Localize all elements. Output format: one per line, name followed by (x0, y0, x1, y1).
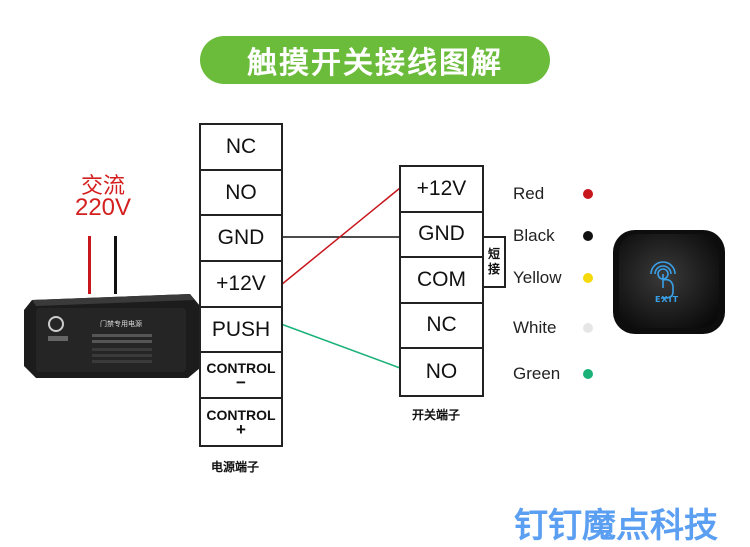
power-supply-logo-icon (48, 316, 64, 332)
ps-terminal-nc: NC (201, 125, 281, 171)
sw-terminal-com: COM (401, 258, 482, 304)
ps-terminal-no: NO (201, 171, 281, 217)
ps-terminal-gnd: GND (201, 216, 281, 263)
legend-label: Green (513, 364, 561, 383)
legend-dot-black (583, 231, 593, 241)
ps-terminal-control-minus: CONTROL − (201, 353, 281, 400)
legend-label: White (513, 318, 557, 337)
legend-label: Yellow (513, 268, 562, 287)
legend-red: Red (513, 183, 593, 205)
page-title: 触摸开关接线图解 (200, 36, 550, 84)
legend-black: Black (513, 225, 593, 247)
legend-dot-white (583, 323, 593, 333)
ac-label: 交流 (80, 173, 125, 198)
sw-terminal-nc: NC (401, 304, 482, 349)
short-label-2: 接 (487, 262, 500, 276)
ac-voltage: 220V (74, 194, 132, 221)
exit-button-device: EXIT (613, 230, 725, 334)
power-supply-unit-label: 门禁专用电源 (100, 319, 142, 328)
legend-label: Black (513, 226, 555, 245)
legend-dot-yellow (583, 273, 593, 283)
sw-terminal-no: NO (425, 359, 458, 383)
power-supply-terminals: NC NO GND +12V PUSH CONTROL − CONTROL + (199, 123, 283, 447)
watermark: 钉钉魔点科技 (514, 506, 718, 546)
power-supply-unit: 门禁专用电源 (24, 294, 200, 378)
plus-sign: + (236, 419, 246, 439)
minus-sign: − (236, 373, 246, 393)
legend-white: White (513, 317, 593, 339)
ps-terminal-push: PUSH (201, 308, 281, 354)
wire-red-12v (280, 187, 401, 286)
sw-terminal-12v: +12V (401, 167, 482, 213)
legend-green: Green (513, 363, 593, 385)
legend-yellow: Yellow (513, 267, 593, 289)
power-supply-caption: 电源端子 (211, 460, 260, 474)
ps-terminal-control-plus: CONTROL + (201, 399, 281, 445)
touch-hand-icon (650, 261, 676, 299)
ac-wire-neutral (114, 236, 117, 294)
short-label-1: 短 (487, 247, 500, 261)
ps-terminal-12v: +12V (201, 262, 281, 308)
legend-dot-red (583, 189, 593, 199)
control-label: CONTROL (206, 360, 276, 377)
legend-label: Red (513, 184, 545, 203)
switch-caption: 开关端子 (412, 408, 461, 422)
control-label: CONTROL (206, 406, 276, 423)
ac-wire-live (88, 236, 91, 294)
sw-terminal-gnd: GND (401, 213, 482, 258)
wire-green-push (280, 323, 401, 369)
legend-dot-green (583, 369, 593, 379)
short-link-box: 短 接 (482, 236, 506, 288)
exit-label: EXIT (655, 295, 679, 304)
switch-terminals: +12V GND COM NC NO (399, 165, 484, 397)
